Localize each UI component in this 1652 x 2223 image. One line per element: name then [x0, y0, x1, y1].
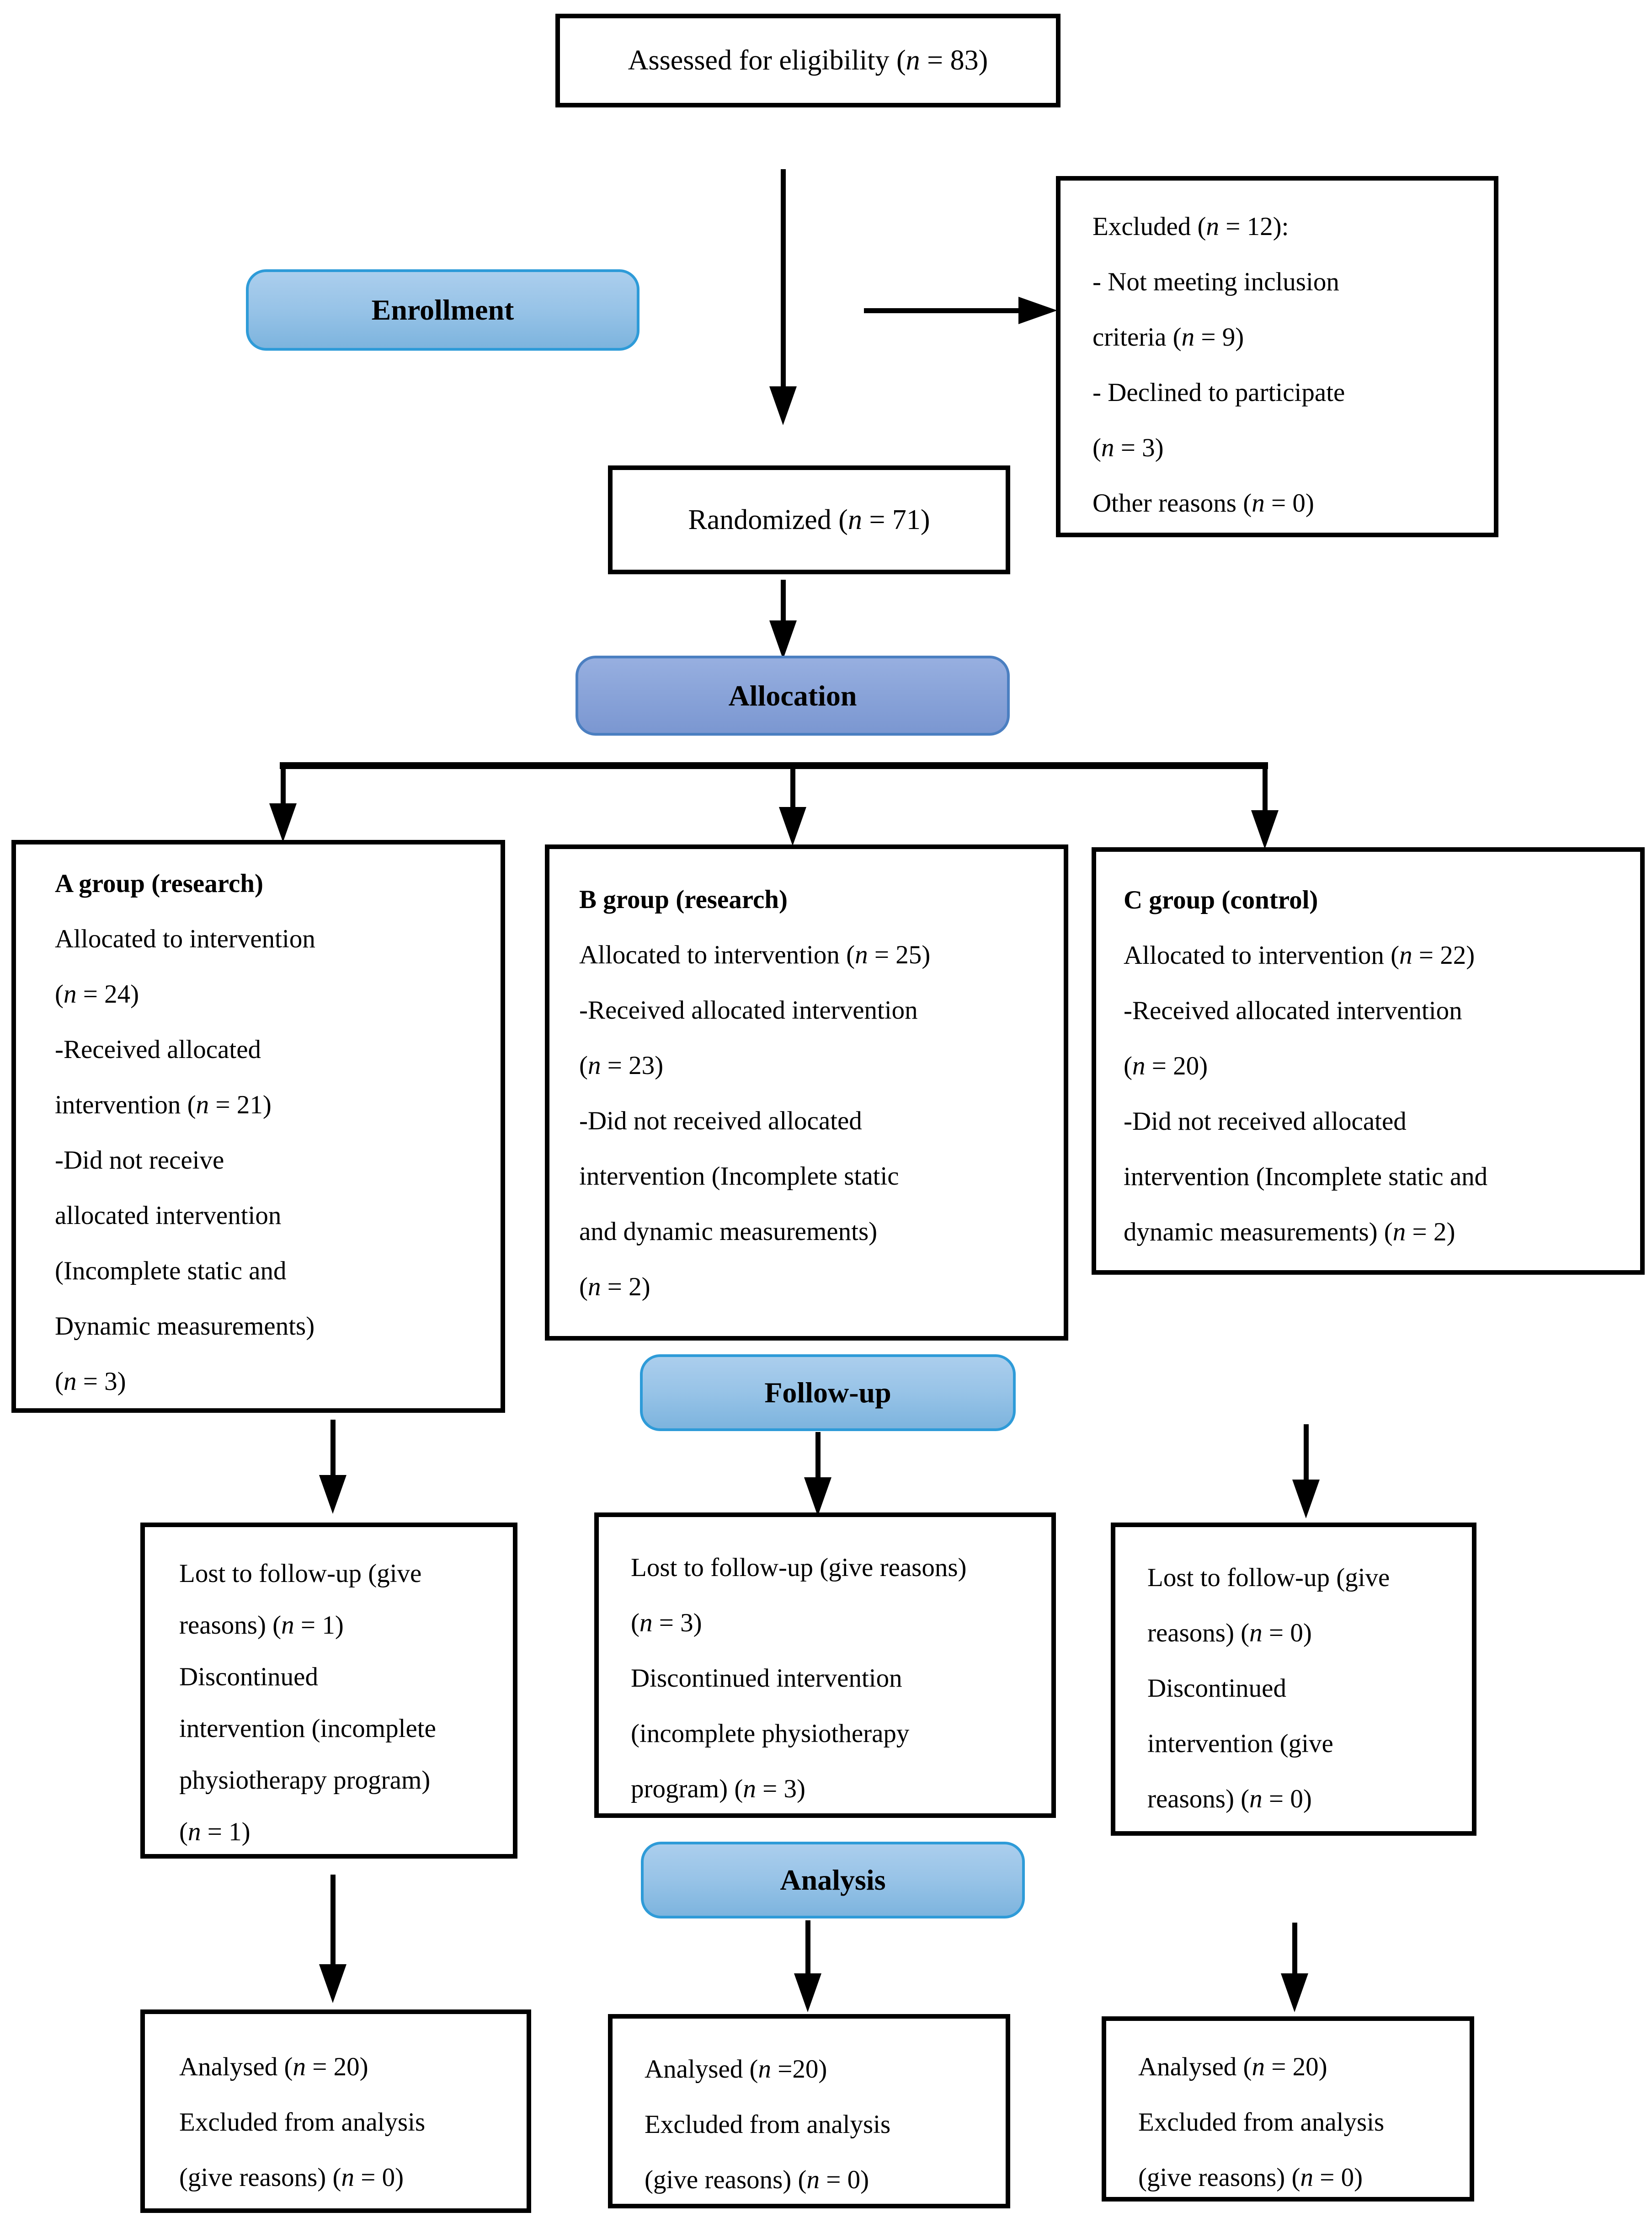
assessed-eligibility-text: Assessed for eligibility (n = 83)	[628, 45, 988, 76]
randomized-text: Randomized (n = 71)	[688, 504, 930, 535]
allocation-stage-banner: Allocation	[576, 656, 1010, 736]
allocation-branch-line	[280, 762, 1268, 769]
arrow-randomized-to-allocation-head	[769, 620, 797, 659]
arrow-b-to-followup-head	[804, 1477, 831, 1516]
group-c-analysis-box: Analysed (n = 20)Excluded from analysis(…	[1102, 2016, 1474, 2202]
group-c-text: Allocated to intervention (n = 22)-Recei…	[1124, 941, 1488, 1246]
arrow-b-to-followup-line	[815, 1432, 821, 1479]
arrow-to-excluded-line	[864, 308, 1019, 313]
excluded-box: Excluded (n = 12):- Not meeting inclusio…	[1056, 176, 1498, 537]
arrow-randomized-to-allocation-line	[781, 580, 786, 622]
branch-arrow-a-line	[281, 762, 286, 806]
allocation-stage-label: Allocation	[728, 679, 857, 712]
followup-stage-label: Follow-up	[764, 1376, 891, 1409]
arrow-c-to-followup-head	[1292, 1480, 1320, 1518]
branch-arrow-c-line	[1263, 762, 1268, 812]
arrow-a-to-followup-head	[319, 1475, 346, 1514]
group-b-heading: B group (research)	[579, 885, 788, 914]
group-a-analysis-box: Analysed (n = 20)Excluded from analysis(…	[140, 2009, 531, 2213]
analysis-stage-banner: Analysis	[641, 1842, 1025, 1918]
group-c-analysis-text: Analysed (n = 20)Excluded from analysis(…	[1138, 2052, 1385, 2192]
arrow-a-to-analysis-head	[319, 1964, 346, 2003]
group-c-allocation-box: C group (control) Allocated to intervent…	[1092, 847, 1645, 1275]
group-a-text: Allocated to intervention(n = 24)-Receiv…	[55, 924, 315, 1396]
arrow-a-to-followup-line	[330, 1420, 336, 1477]
arrow-c-to-followup-line	[1304, 1424, 1309, 1481]
arrow-assessed-to-randomized-head	[769, 386, 797, 425]
enrollment-stage-label: Enrollment	[371, 294, 514, 326]
group-a-allocation-box: A group (research) Allocated to interven…	[11, 840, 505, 1413]
arrow-to-excluded-head	[1018, 297, 1057, 324]
arrow-a-to-analysis-line	[330, 1875, 336, 1966]
group-a-heading: A group (research)	[55, 869, 263, 898]
group-b-followup-text: Lost to follow-up (give reasons)(n = 3)D…	[631, 1553, 967, 1803]
group-c-heading: C group (control)	[1124, 886, 1318, 914]
branch-arrow-c-head	[1251, 810, 1279, 849]
group-b-followup-box: Lost to follow-up (give reasons)(n = 3)D…	[594, 1512, 1056, 1818]
branch-arrow-b-line	[790, 762, 795, 809]
randomized-box: Randomized (n = 71)	[608, 465, 1010, 574]
arrow-assessed-to-randomized-line	[781, 169, 786, 388]
branch-arrow-b-head	[779, 807, 806, 846]
branch-arrow-a-head	[269, 803, 297, 842]
group-b-analysis-box: Analysed (n =20)Excluded from analysis(g…	[608, 2014, 1010, 2208]
group-b-analysis-text: Analysed (n =20)Excluded from analysis(g…	[645, 2055, 891, 2194]
arrow-c-to-analysis-head	[1281, 1973, 1308, 2012]
followup-stage-banner: Follow-up	[640, 1354, 1016, 1431]
arrow-b-to-analysis-line	[805, 1920, 810, 1975]
group-a-analysis-text: Analysed (n = 20)Excluded from analysis(…	[179, 2052, 426, 2192]
group-b-allocation-box: B group (research) Allocated to interven…	[545, 844, 1068, 1341]
group-b-text: Allocated to intervention (n = 25)-Recei…	[579, 940, 931, 1301]
assessed-eligibility-box: Assessed for eligibility (n = 83)	[555, 14, 1060, 107]
enrollment-stage-banner: Enrollment	[246, 269, 639, 351]
arrow-c-to-analysis-line	[1292, 1923, 1297, 1975]
excluded-text: Excluded (n = 12):- Not meeting inclusio…	[1092, 212, 1345, 518]
arrow-b-to-analysis-head	[794, 1973, 821, 2012]
analysis-stage-label: Analysis	[780, 1864, 886, 1896]
